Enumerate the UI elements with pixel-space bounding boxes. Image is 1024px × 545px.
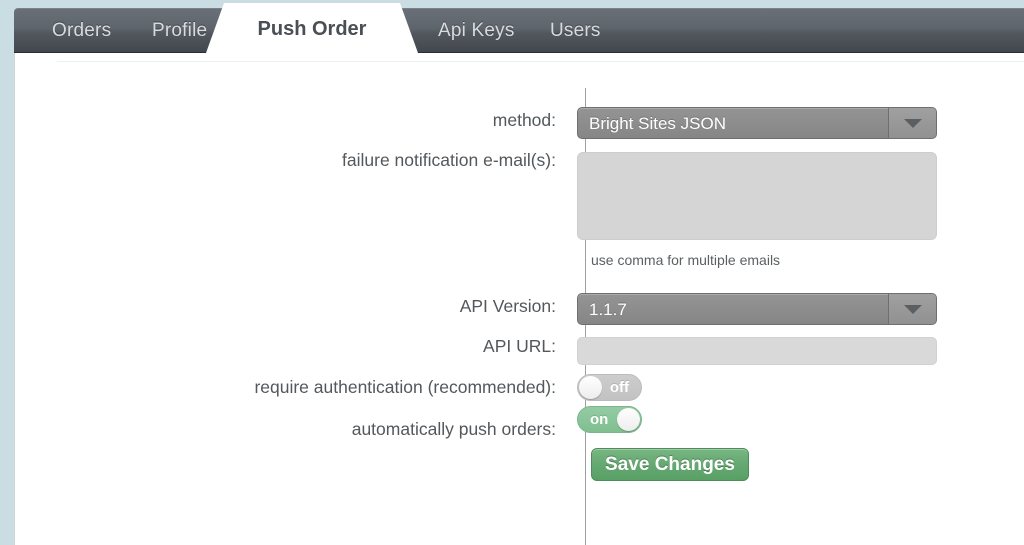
tab-users[interactable]: Users bbox=[550, 20, 601, 41]
label-failure-emails: failure notification e-mail(s): bbox=[342, 150, 556, 170]
label-automatically-push-orders: automatically push orders: bbox=[351, 419, 556, 439]
api-version-select-value: 1.1.7 bbox=[589, 300, 627, 319]
panel-top-divider bbox=[57, 61, 1024, 62]
toggle-knob-icon bbox=[617, 408, 640, 431]
automatically-push-orders-toggle[interactable]: on bbox=[577, 406, 642, 433]
tab-push-order[interactable]: Push Order bbox=[206, 3, 418, 53]
require-authentication-toggle-label: off bbox=[609, 379, 629, 396]
method-select-arrow-box[interactable] bbox=[888, 108, 936, 138]
failure-emails-textarea[interactable] bbox=[577, 152, 937, 240]
require-authentication-toggle[interactable]: off bbox=[577, 374, 642, 401]
label-api-url: API URL: bbox=[483, 336, 556, 356]
label-require-authentication: require authentication (recommended): bbox=[254, 377, 556, 397]
api-url-input[interactable] bbox=[577, 337, 937, 365]
api-version-select-arrow-box[interactable] bbox=[888, 294, 936, 324]
tab-bar: Orders Profile Api Keys Users bbox=[14, 8, 1024, 53]
failure-emails-hint: use comma for multiple emails bbox=[591, 252, 781, 268]
tab-profile[interactable]: Profile bbox=[152, 20, 208, 41]
automatically-push-orders-toggle-label: on bbox=[590, 411, 609, 428]
method-select[interactable]: Bright Sites JSON bbox=[577, 107, 937, 139]
save-changes-button[interactable]: Save Changes bbox=[591, 448, 749, 481]
tab-active-shape bbox=[206, 3, 418, 53]
label-api-version: API Version: bbox=[459, 296, 556, 316]
chevron-down-icon bbox=[903, 119, 922, 128]
tab-api-keys[interactable]: Api Keys bbox=[438, 20, 515, 41]
label-method: method: bbox=[492, 110, 556, 130]
toggle-knob-icon bbox=[579, 376, 602, 399]
tab-push-order-label: Push Order bbox=[257, 18, 367, 40]
chevron-down-icon bbox=[903, 305, 922, 314]
method-select-value: Bright Sites JSON bbox=[589, 114, 726, 133]
tab-orders[interactable]: Orders bbox=[52, 20, 112, 41]
api-version-select[interactable]: 1.1.7 bbox=[577, 293, 937, 325]
